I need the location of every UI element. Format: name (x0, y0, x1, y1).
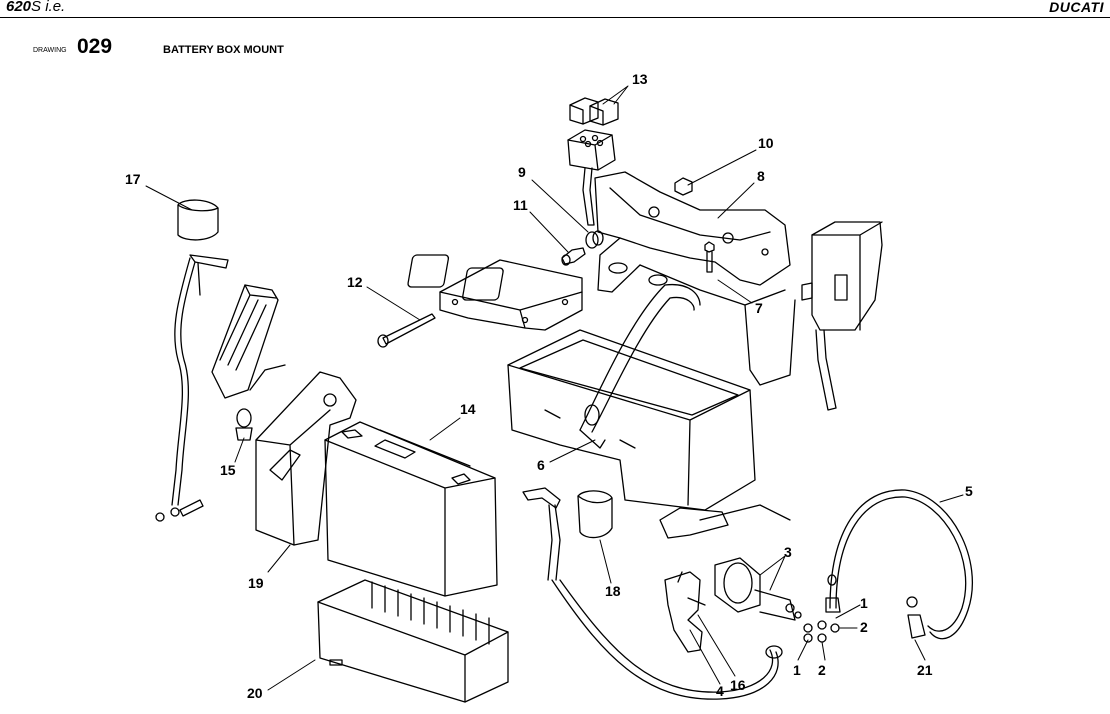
drawing-label: DRAWING (33, 47, 67, 54)
bracket-part (594, 171, 796, 386)
callout-11: 11 (513, 197, 528, 213)
relay-part (569, 97, 619, 126)
callout-labels: 13 10 8 9 17 11 12 7 14 15 6 5 3 19 18 1… (125, 71, 973, 701)
callout-13: 13 (632, 71, 648, 87)
battery-strap-part (579, 283, 701, 449)
model-name: 620S i.e. (6, 0, 66, 15)
callout-1b: 1 (793, 662, 801, 678)
callout-7: 7 (755, 300, 763, 316)
callout-1a: 1 (860, 595, 868, 611)
bolt-part (704, 241, 715, 273)
starter-solenoid-part (714, 557, 802, 621)
callout-18: 18 (605, 583, 621, 599)
fuse-box-part (211, 284, 286, 399)
callout-20: 20 (247, 685, 263, 701)
side-bracket-part (255, 371, 357, 546)
main-cable-part (825, 489, 973, 640)
callout-9: 9 (518, 164, 526, 180)
grommet-part (585, 230, 604, 249)
callout-12: 12 (347, 274, 363, 290)
callout-17: 17 (125, 171, 141, 187)
pin-part (561, 247, 586, 266)
nut-part (674, 177, 693, 196)
battery-pad-part (317, 579, 509, 703)
ecu-connector-part (801, 221, 883, 411)
drawing-number: 029 (77, 35, 113, 58)
callout-15: 15 (220, 462, 236, 478)
terminal-cover-part (577, 490, 613, 539)
callout-14: 14 (460, 401, 476, 417)
callout-3: 3 (784, 544, 792, 560)
callout-16: 16 (730, 677, 746, 693)
relay-socket-part (567, 129, 616, 226)
long-screw-part (377, 313, 436, 348)
callout-21: 21 (917, 662, 933, 678)
battery-part (324, 421, 498, 597)
callout-5: 5 (965, 483, 973, 499)
callout-2a: 2 (860, 619, 868, 635)
callout-10: 10 (758, 135, 774, 151)
drawing-title: BATTERY BOX MOUNT (163, 44, 284, 56)
page-header: 620S i.e. DUCATI (0, 0, 1110, 18)
battery-cable-part (522, 487, 783, 700)
earth-cable-part (155, 199, 229, 522)
callout-4: 4 (716, 683, 724, 699)
leader-lines (145, 85, 964, 691)
terminal-bracket-part (664, 571, 706, 653)
callout-6: 6 (537, 457, 545, 473)
brand-logo: DUCATI (1049, 0, 1104, 15)
connector-housing-part (407, 254, 583, 331)
callout-2b: 2 (818, 662, 826, 678)
callout-8: 8 (757, 168, 765, 184)
battery-box-part (507, 329, 791, 539)
rubber-plug-part (235, 408, 253, 441)
callout-19: 19 (248, 575, 264, 591)
washer-nut-part (803, 620, 840, 643)
header-rule (0, 17, 1110, 18)
